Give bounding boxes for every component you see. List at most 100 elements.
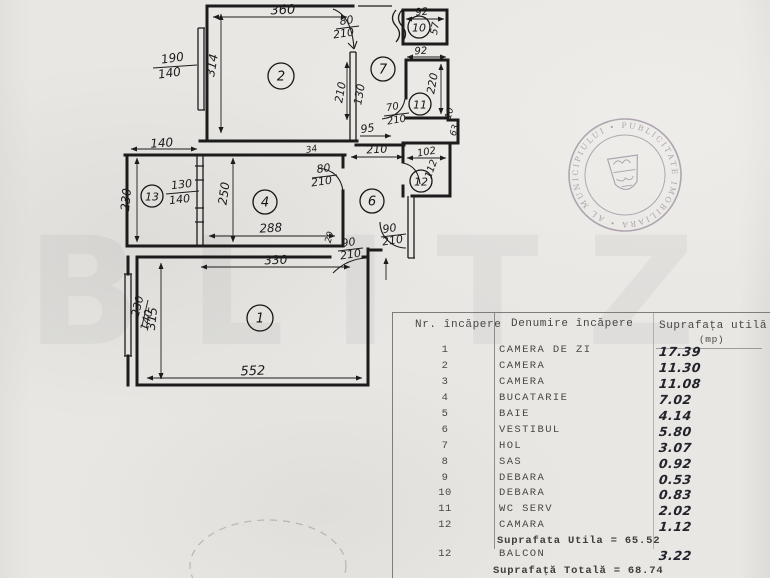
dimension-label: 210: [310, 174, 333, 190]
header-underline: [656, 348, 762, 349]
dimension-label: 57: [429, 21, 442, 36]
svg-text:• PUBLICITATE IMOBILIARA • AL: • PUBLICITATE IMOBILIARA • AL MUNICIPIUL…: [557, 107, 693, 243]
pencil-mark: [189, 519, 347, 578]
total-line: Suprafață Totală = 68.74: [493, 565, 664, 577]
room-area-cell: 17.39: [658, 344, 702, 359]
dimension-label: 230: [118, 187, 134, 211]
room-number: 1: [256, 312, 264, 327]
room-name-cell: CAMERA: [499, 359, 546, 372]
room-number-cell: 7: [441, 439, 449, 452]
room-number-cell: 4: [441, 391, 449, 404]
room-name-cell: BAIE: [499, 407, 530, 420]
room-number-cell: 11: [438, 503, 452, 516]
room-name-cell: HOL: [499, 439, 523, 452]
wall-lines: [123, 4, 460, 387]
dimension-label: 130: [171, 177, 193, 192]
room-number-cell: 12: [438, 519, 452, 532]
dimension-label: 140: [157, 64, 182, 81]
room-number: 12: [414, 176, 428, 189]
room-number-cell: 10: [438, 487, 452, 500]
dimension-label: 210: [386, 113, 407, 127]
room-area-cell: 5.80: [658, 423, 693, 439]
dimension-label: 140: [169, 192, 191, 207]
table-row: 3 CAMERA 11.08: [393, 376, 770, 392]
dimension-lines: [130, 13, 447, 381]
room-name-cell: CAMERA: [499, 375, 546, 388]
room-circle: [246, 304, 274, 332]
dimension-label: 250: [216, 181, 233, 206]
room-area-cell: 11.08: [658, 375, 702, 391]
room-area-cell: 3.22: [658, 548, 693, 563]
room-number: 4: [261, 196, 269, 211]
room-area-cell: 2.02: [658, 503, 693, 519]
dimension-label: 210: [339, 247, 362, 263]
dimension-label: 288: [259, 220, 283, 235]
dimension-label: 330: [264, 253, 288, 268]
room-name-cell: CAMARA: [499, 519, 546, 532]
room-number: 13: [145, 191, 159, 204]
dimension-label: 360: [270, 3, 295, 19]
room-name-cell: VESTIBUL: [499, 423, 561, 436]
dimension-label: 80: [339, 13, 355, 28]
dimension-label: 190: [160, 49, 185, 66]
room-area-cell: 11.30: [658, 359, 702, 375]
table-row: 4 BUCATARIE 7.02: [393, 392, 770, 408]
dimension-label: 210: [332, 26, 355, 42]
room-name-cell: BUCATARIE: [499, 391, 569, 404]
stamp-emblem: [606, 154, 638, 190]
room-number: 10: [412, 22, 426, 35]
dimension-label: 10: [444, 106, 457, 120]
room-name-cell: SAS: [499, 455, 523, 468]
fraction-bars: [141, 25, 410, 327]
dimension-label: 315: [144, 306, 160, 330]
room-circle: [409, 169, 433, 193]
dimension-label: 34: [305, 144, 318, 156]
dimension-label: 92: [414, 46, 427, 58]
room-number-cell: 9: [441, 471, 449, 484]
table-column-separator: [494, 313, 495, 549]
room-name-cell: DEBARA: [499, 487, 546, 500]
dimension-label: 90: [341, 235, 357, 250]
table-column-separator: [653, 313, 654, 549]
room-area-cell: 7.02: [658, 391, 693, 407]
column-header-unit: (mp): [699, 334, 725, 345]
dimension-label: 90: [382, 221, 398, 236]
room-name-cell: BALCON: [499, 548, 546, 560]
room-number-cell: 3: [441, 375, 449, 388]
room-circle: [252, 189, 278, 215]
table-row: 6 VESTIBUL 5.80: [393, 424, 770, 440]
window-and-thin-walls: [124, 5, 415, 357]
room-number: 6: [368, 195, 376, 210]
dimension-label: 210: [381, 233, 404, 249]
room-number-cell: 5: [441, 407, 449, 420]
room-number: 2: [277, 70, 285, 85]
dimension-label: 70: [385, 101, 399, 114]
room-name-cell: CAMERA DE ZI: [499, 344, 592, 356]
dimension-label: 130: [351, 83, 367, 106]
column-header-nr: Nr. încăpere: [415, 319, 502, 331]
room-circle: [140, 184, 164, 208]
subtotal-line: Suprafata Utila = 65.52: [497, 535, 661, 547]
room-number-cell: 6: [441, 423, 449, 436]
column-header-name: Denumire încăpere: [511, 318, 634, 330]
room-number: 11: [413, 99, 427, 112]
room-area-cell: 0.92: [658, 455, 693, 471]
dimension-label: 63: [449, 123, 462, 137]
round-stamp: • PUBLICITATE IMOBILIARA • AL MUNICIPIUL…: [557, 107, 693, 243]
room-circle: [407, 15, 431, 39]
dimension-label: 140: [138, 308, 156, 332]
column-header-area: Suprafața utilă: [659, 320, 768, 332]
door-arcs: [317, 8, 421, 274]
dimension-label: 80: [316, 161, 332, 176]
